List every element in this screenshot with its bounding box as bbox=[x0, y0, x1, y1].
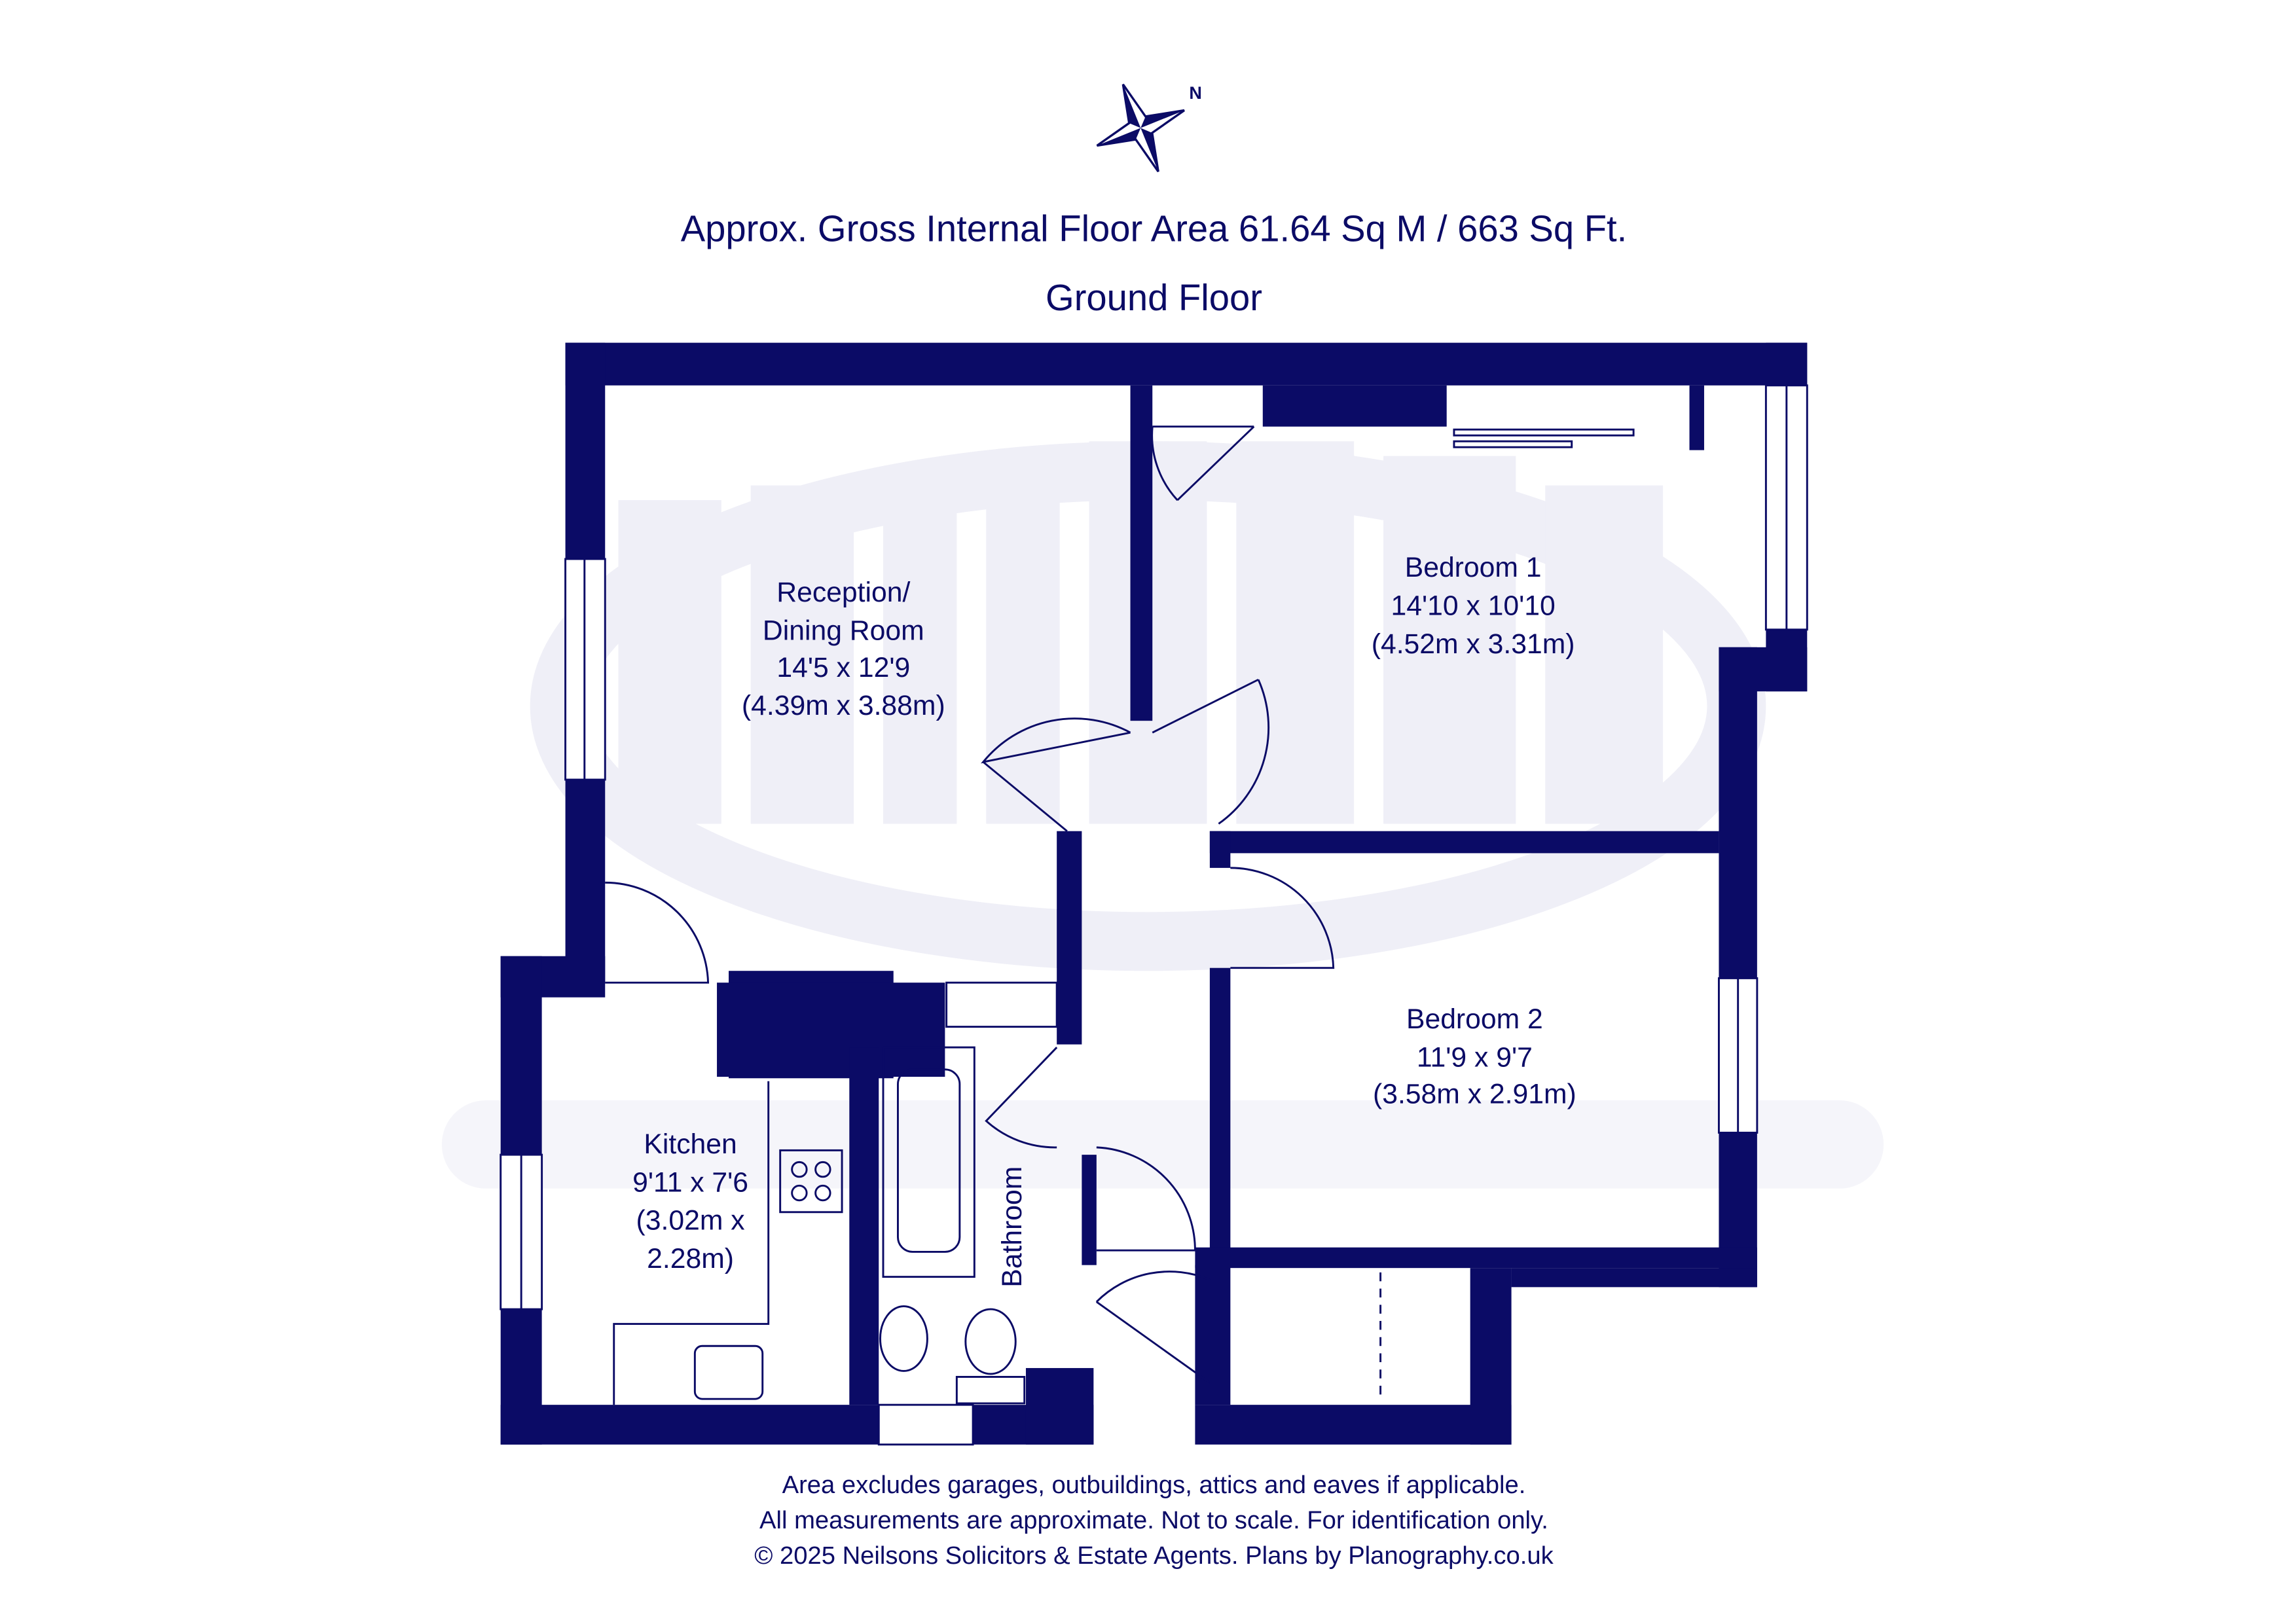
footer-line-2: All measurements are approximate. Not to… bbox=[759, 1506, 1548, 1534]
windows bbox=[500, 384, 1808, 1446]
footer-line-3: © 2025 Neilsons Solicitors & Estate Agen… bbox=[754, 1542, 1554, 1570]
room-kitchen-imperial: 9'11 x 7'6 bbox=[632, 1166, 748, 1198]
doors bbox=[605, 425, 1635, 1398]
room-reception-metric: (4.39m x 3.88m) bbox=[742, 690, 945, 721]
room-bedroom1-imperial: 14'10 x 10'10 bbox=[1391, 590, 1556, 621]
footer-line-1: Area excludes garages, outbuildings, att… bbox=[782, 1471, 1526, 1499]
room-reception-name: Reception/ bbox=[776, 577, 910, 608]
room-bedroom1-metric: (4.52m x 3.31m) bbox=[1372, 628, 1575, 660]
fixtures bbox=[613, 1046, 1026, 1405]
room-bedroom2-name: Bedroom 2 bbox=[1406, 1003, 1543, 1035]
room-reception-imperial: 14'5 x 12'9 bbox=[776, 652, 910, 683]
room-kitchen-metric-2: 2.28m) bbox=[647, 1243, 734, 1274]
room-kitchen-metric: (3.02m x bbox=[636, 1205, 745, 1236]
compass-icon: N bbox=[1096, 83, 1202, 173]
room-bedroom1-name: Bedroom 1 bbox=[1405, 552, 1542, 583]
compass-north-label: N bbox=[1189, 83, 1201, 103]
room-reception-name-2: Dining Room bbox=[763, 615, 924, 647]
room-bathroom-name: Bathroom bbox=[996, 1166, 1028, 1288]
room-bedroom2-metric: (3.58m x 2.91m) bbox=[1373, 1078, 1576, 1110]
room-kitchen-name: Kitchen bbox=[644, 1128, 737, 1160]
floor-label: Ground Floor bbox=[1046, 277, 1262, 318]
watermark-logo bbox=[441, 441, 1884, 1189]
floor-area-title: Approx. Gross Internal Floor Area 61.64 … bbox=[681, 208, 1628, 249]
walls bbox=[500, 342, 1808, 1445]
room-bedroom2-imperial: 11'9 x 9'7 bbox=[1417, 1041, 1533, 1073]
